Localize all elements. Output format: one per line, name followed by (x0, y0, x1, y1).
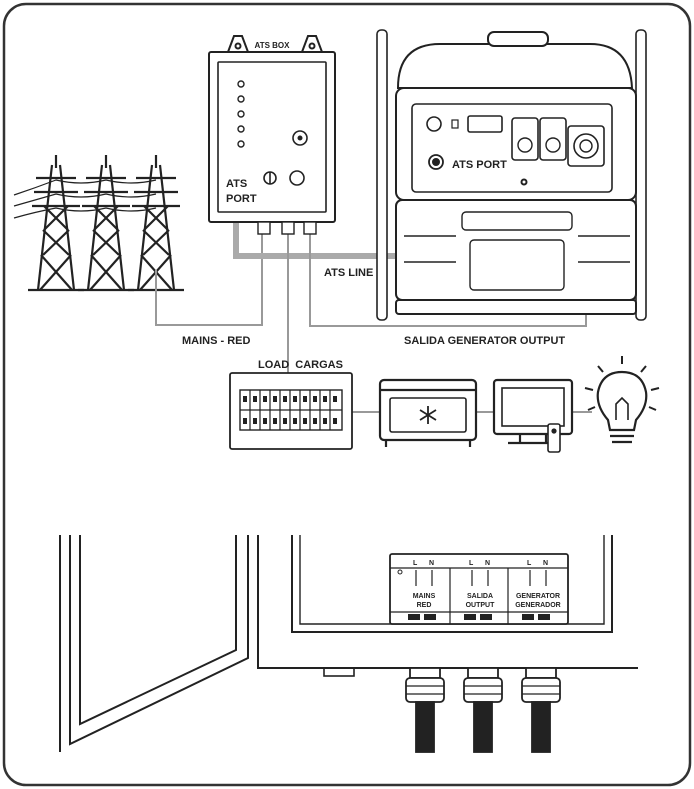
terminal-3-n: N (543, 560, 548, 567)
ats-port-box-label-2: PORT (226, 193, 257, 205)
terminal-2-label-1: SALIDA (467, 593, 493, 600)
mains-wire (155, 232, 263, 326)
terminal-1-l: L (413, 560, 418, 567)
terminal-block (389, 553, 569, 625)
terminal-1-label-2: RED (417, 602, 432, 609)
terminal-3-l: L (527, 560, 532, 567)
terminal-3-label-1: GENERATOR (516, 593, 560, 600)
generator-icon (376, 29, 647, 321)
salida-generator-output-label: SALIDA GENERATOR OUTPUT (404, 335, 565, 347)
ats-port-box-label-1: ATS (226, 178, 247, 190)
freezer-icon (378, 378, 478, 447)
terminal-3-label-2: GENERADOR (515, 602, 561, 609)
ats-port-gen-label: ATS PORT (452, 159, 507, 171)
tv-icon (492, 378, 574, 453)
terminal-2-n: N (485, 560, 490, 567)
pylon-icon (13, 155, 184, 292)
load-cargas-label: LOAD CARGAS (258, 359, 343, 371)
terminal-2-label-2: OUTPUT (466, 602, 496, 609)
mains-red-label: MAINS - RED (182, 335, 251, 347)
lightbulb-icon (584, 356, 660, 444)
distribution-board-icon (229, 372, 353, 450)
terminal-1-label-1: MAINS (413, 593, 436, 600)
ats-box-interior-detail (59, 535, 638, 752)
terminal-1-n: N (429, 560, 434, 567)
ats-line-label: ATS LINE (324, 267, 373, 279)
ats-box-label: ATS BOX (255, 41, 291, 50)
terminal-2-l: L (469, 560, 474, 567)
cable-gland-icon (405, 667, 561, 753)
ats-box-icon (208, 35, 336, 235)
